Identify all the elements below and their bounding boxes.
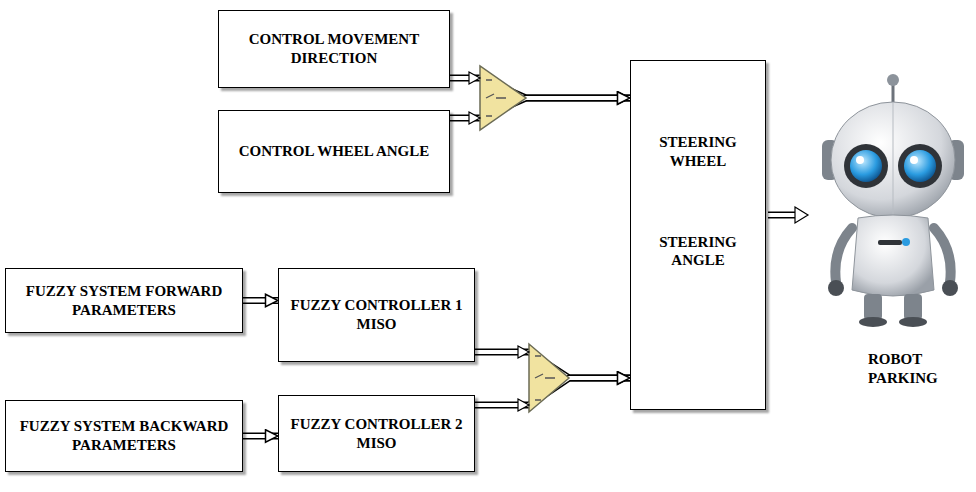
caption-label: ROBOT PARKING [868,350,938,388]
box-text: FUZZY SYSTEM FORWARD PARAMETERS [12,282,236,320]
box-text: FUZZY CONTROLLER 2 MISO [285,415,468,453]
process-box: FUZZY SYSTEM BACKWARD PARAMETERS [5,400,243,472]
switch-block [518,344,569,412]
output-arrow [768,207,808,223]
process-box: FUZZY CONTROLLER 2 MISO [278,395,475,472]
box-text: CONTROL WHEEL ANGLE [239,142,430,161]
box-text: STEERING ANGLE [637,233,759,271]
flow-arrow [450,98,630,118]
process-box: FUZZY CONTROLLER 1 MISO [278,268,475,362]
switch-block [469,66,526,130]
flow-arrow [243,300,278,301]
arrow-outline [243,433,278,440]
arrow-core [243,299,278,303]
arrow-outline [450,98,630,118]
process-box: FUZZY SYSTEM FORWARD PARAMETERS [5,268,243,333]
robot-illustration [822,74,964,327]
process-box: CONTROL WHEEL ANGLE [218,110,450,193]
flow-arrow [243,436,278,437]
box-text: FUZZY SYSTEM BACKWARD PARAMETERS [12,417,236,455]
arrow-core [450,98,630,118]
box-text: FUZZY CONTROLLER 1 MISO [285,296,468,334]
box-text: CONTROL MOVEMENT DIRECTION [225,30,443,68]
box-text: STEERING WHEEL [637,133,759,171]
process-box: STEERING WHEEL STEERING ANGLE [630,60,766,410]
arrow-outline [243,297,278,304]
process-box: CONTROL MOVEMENT DIRECTION [218,10,450,88]
arrow-core [243,434,278,438]
